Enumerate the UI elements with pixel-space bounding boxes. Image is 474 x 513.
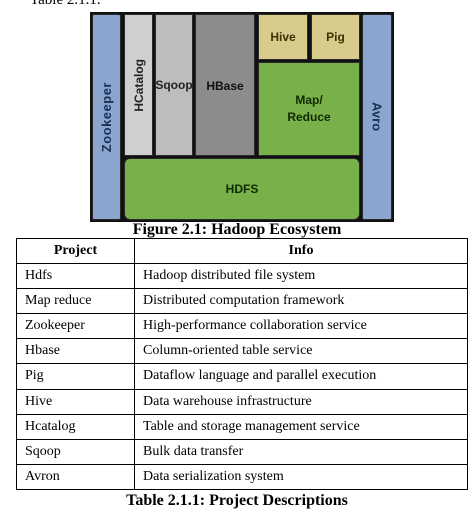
table-caption: Table 2.1.1: Project Descriptions — [126, 492, 348, 509]
hive-label: Hive — [270, 30, 296, 44]
sqoop-block: Sqoop — [155, 14, 193, 156]
cell-project: Zookeeper — [16, 313, 135, 340]
zookeeper-label: Zookeeper — [99, 81, 114, 153]
cell-info: Distributed computation framework — [134, 288, 468, 315]
hcatalog-block: HCatalog — [124, 14, 153, 156]
cell-project: Hbase — [16, 338, 135, 365]
cell-project: Map reduce — [16, 288, 135, 315]
pig-block: Pig — [311, 14, 360, 60]
cell-info: Bulk data transfer — [134, 438, 468, 465]
header-project: Project — [16, 238, 135, 264]
cell-info: High-performance collaboration service — [134, 313, 468, 340]
map-reduce-label-line2: Reduce — [287, 110, 331, 124]
cell-info: Data warehouse infrastructure — [134, 388, 468, 415]
map-reduce-block: Map/ Reduce — [258, 62, 360, 156]
zookeeper-block: Zookeeper — [92, 14, 121, 220]
cell-info: Table and storage management service — [134, 413, 468, 440]
pig-label: Pig — [326, 30, 345, 44]
hbase-label: HBase — [206, 79, 244, 93]
hadoop-ecosystem-diagram: Zookeeper HCatalog Sqoop HBase Hive Pig … — [90, 12, 394, 222]
hive-block: Hive — [258, 14, 308, 60]
avro-label: Avro — [369, 102, 385, 132]
cell-info: Hadoop distributed file system — [134, 262, 468, 290]
cell-project: Hdfs — [16, 262, 135, 290]
sqoop-label: Sqoop — [155, 78, 193, 92]
cell-info: Data serialization system — [134, 463, 468, 491]
cell-project: Sqoop — [16, 438, 135, 465]
cell-project: Pig — [16, 363, 135, 390]
cell-info: Column-oriented table service — [134, 338, 468, 365]
hcatalog-label: HCatalog — [131, 58, 146, 112]
hdfs-block: HDFS — [124, 158, 360, 220]
top-caption: Table 2.1.1. — [30, 0, 101, 8]
cell-project: Hcatalog — [16, 413, 135, 440]
map-reduce-label-line1: Map/ — [295, 93, 323, 107]
avro-block: Avro — [362, 14, 392, 220]
cell-project: Hive — [16, 388, 135, 415]
figure-caption: Figure 2.1: Hadoop Ecosystem — [132, 221, 342, 238]
cell-project: Avron — [16, 463, 135, 491]
hdfs-label: HDFS — [225, 182, 259, 196]
cell-info: Dataflow language and parallel execution — [134, 363, 468, 390]
table-header-row: Project Info — [16, 238, 468, 264]
header-info: Info — [134, 238, 468, 264]
hbase-block: HBase — [195, 14, 255, 156]
